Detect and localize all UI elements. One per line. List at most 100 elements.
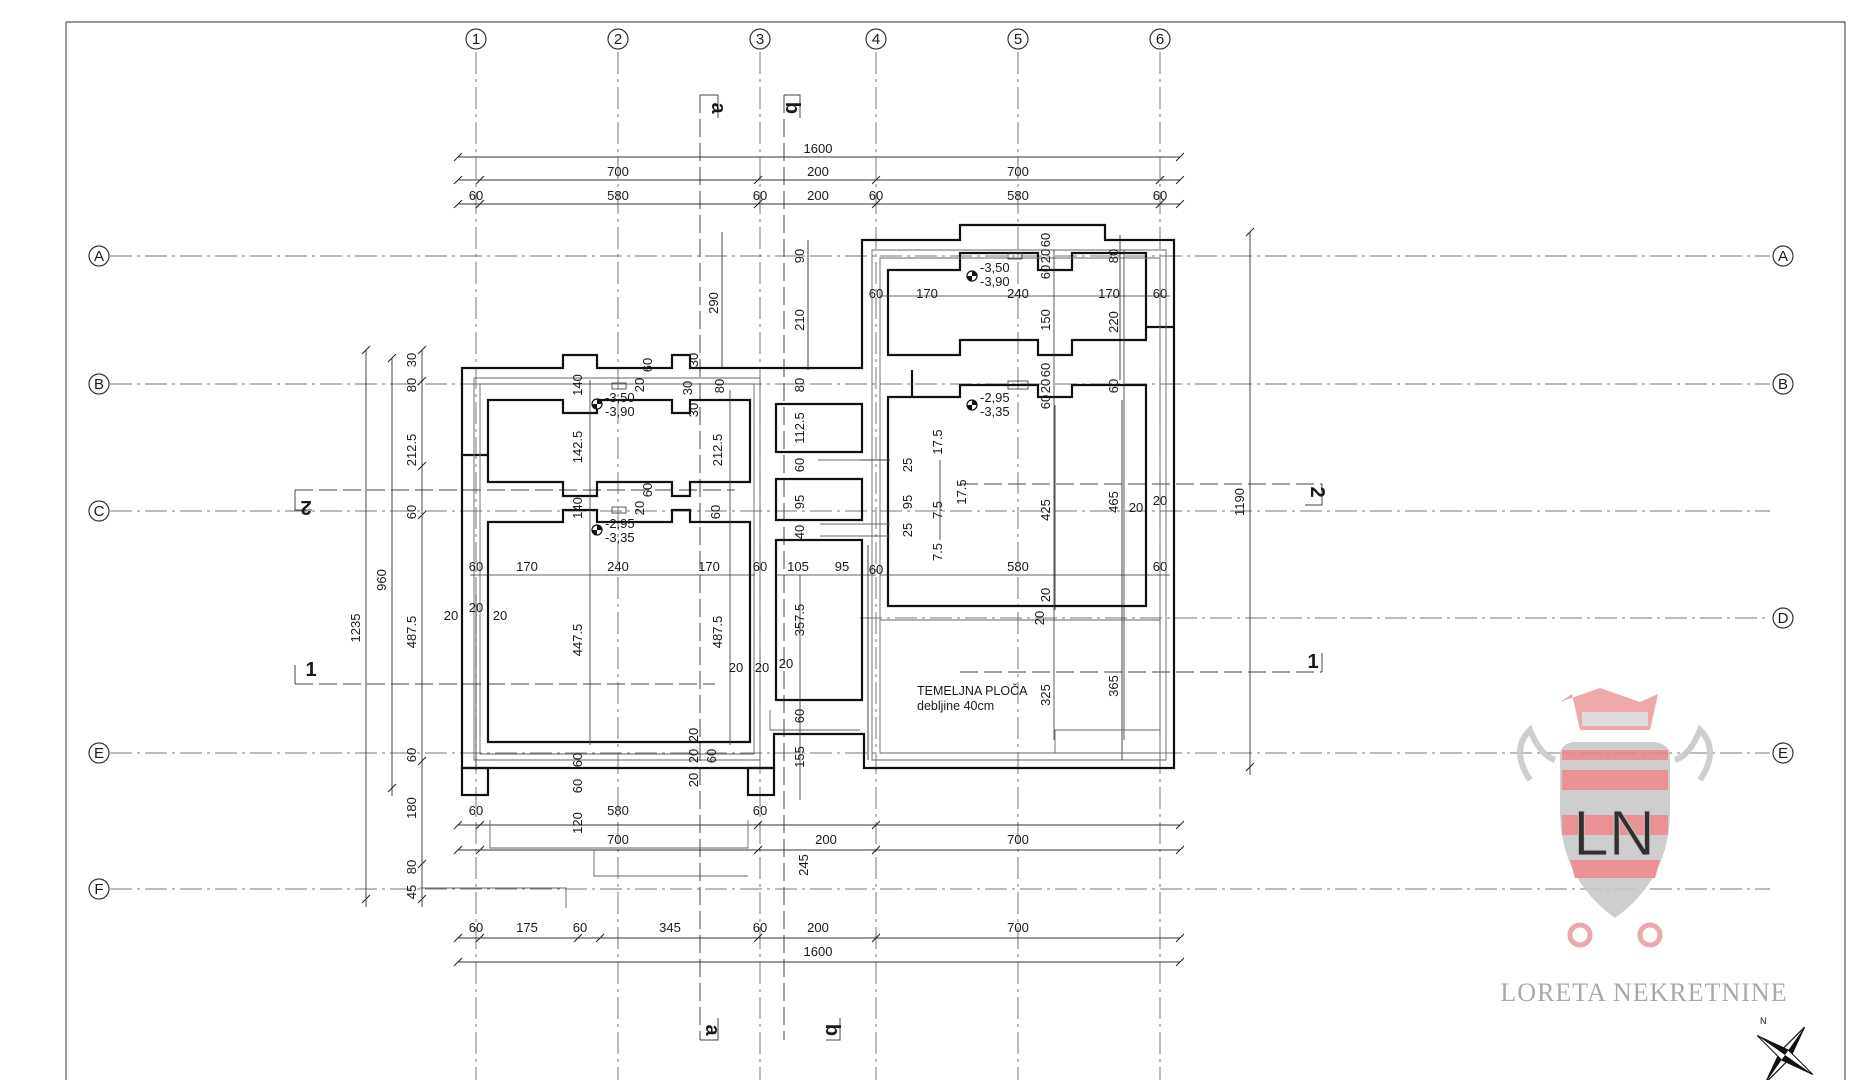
dim-left-212-5: 212.5 xyxy=(404,434,419,467)
section-mark-2-left: 2 xyxy=(300,496,311,518)
dim-lb-120: 120 xyxy=(570,812,585,834)
dim-bottom-200: 200 xyxy=(815,832,837,847)
dim-left-60-a: 60 xyxy=(404,505,419,519)
brand-logo: LN xyxy=(1517,688,1713,948)
dim-rb-60-b: 60 xyxy=(1153,286,1167,301)
dim-lb-20-h: 20 xyxy=(632,378,647,392)
dim-mid-80: 80 xyxy=(792,378,807,392)
dim-rb-580: 580 xyxy=(1007,559,1029,574)
dim-mid-60-a: 60 xyxy=(792,458,807,472)
level-2-top: -2,95 xyxy=(605,516,635,531)
dim-top-200-b: 200 xyxy=(807,188,829,203)
dim-lb-30-c: 30 xyxy=(680,381,695,395)
dim-mid-112-5: 112.5 xyxy=(792,412,807,444)
dim-mid-95-b: 95 xyxy=(835,559,849,574)
dim-lb-20-c: 20 xyxy=(493,608,507,623)
dim-rb-425: 425 xyxy=(1038,499,1053,521)
north-label: N xyxy=(1760,1016,1767,1026)
dim-mid-357-5: 357.5 xyxy=(792,604,807,637)
dim-lb-60-c: 60 xyxy=(570,753,585,767)
dim-lb-170-a: 170 xyxy=(516,559,538,574)
dim-mid-40: 40 xyxy=(792,525,807,539)
dim-rb-365: 365 xyxy=(1106,675,1121,697)
dim-mid-105: 105 xyxy=(787,559,809,574)
row-axis-lines xyxy=(110,255,1770,890)
dim-lb-30-a: 30 xyxy=(686,353,701,367)
level-4-top: -2,95 xyxy=(980,390,1010,405)
dim-bottom-overall: 1600 xyxy=(804,944,833,959)
dim-bottom-700-right: 700 xyxy=(1007,832,1029,847)
dim-bottom3-345: 345 xyxy=(659,920,681,935)
dim-lb-170-b: 170 xyxy=(698,559,720,574)
logo-monogram: LN xyxy=(1573,797,1655,869)
axis-label-C: C xyxy=(94,503,105,520)
dim-lb-140-a: 140 xyxy=(570,374,585,396)
dim-bottom3-700: 700 xyxy=(1007,920,1029,935)
dim-rb-170-b: 170 xyxy=(1098,286,1120,301)
dim-mid-210: 210 xyxy=(792,309,807,331)
level-1-top: -3,50 xyxy=(605,390,635,405)
section-mark-b-top: b xyxy=(781,102,803,114)
dim-rb-60-f: 60 xyxy=(1038,395,1053,409)
level-4-bottom: -3,35 xyxy=(980,404,1010,419)
dim-mid-90: 90 xyxy=(792,249,807,263)
dim-bottom3-60-a: 60 xyxy=(469,920,483,935)
dim-mid-60-c: 60 xyxy=(708,505,723,519)
dim-top-60-d: 60 xyxy=(1153,188,1167,203)
dim-rb-240: 240 xyxy=(1007,286,1029,301)
axis-label-5: 5 xyxy=(1014,31,1022,48)
dim-left-30: 30 xyxy=(404,353,419,367)
dim-left-1235: 1235 xyxy=(348,614,363,643)
dim-lb-20-b: 20 xyxy=(469,600,483,615)
axis-label-2: 2 xyxy=(614,31,622,48)
column-axis-markers xyxy=(465,28,1171,50)
dim-left-487-5: 487.5 xyxy=(404,616,419,649)
walls-left-block xyxy=(460,223,1176,797)
dim-rb-465: 465 xyxy=(1106,491,1121,513)
axis-label-A-right: A xyxy=(1778,248,1788,265)
dim-rb-60-c: 60 xyxy=(1038,233,1053,247)
level-3-bottom: -3,90 xyxy=(980,274,1010,289)
dim-lb-60-f: 60 xyxy=(640,358,655,372)
section-mark-1-left: 1 xyxy=(305,659,316,681)
dim-rb-17-5-b: 17.5 xyxy=(954,479,969,504)
dim-bottom3-60-c: 60 xyxy=(753,920,767,935)
dim-lb-487-5: 487.5 xyxy=(710,616,725,649)
dim-rb-60-i: 60 xyxy=(1153,559,1167,574)
dim-lb-20-d: 20 xyxy=(686,728,701,742)
dim-lb-20-g: 20 xyxy=(729,660,743,675)
dim-top-700-right: 700 xyxy=(1007,164,1029,179)
inner-dimension-lines xyxy=(470,250,1170,800)
dim-left-80: 80 xyxy=(404,378,419,392)
dim-rb-20-d: 20 xyxy=(1153,493,1167,508)
dim-rb-60-e: 60 xyxy=(1038,363,1053,377)
dim-rb-60-h: 60 xyxy=(869,562,883,577)
dim-top-60-a: 60 xyxy=(469,188,483,203)
north-arrow-icon xyxy=(1756,1026,1814,1084)
dim-lb-80: 80 xyxy=(712,379,727,393)
dim-top-580-b: 580 xyxy=(1007,188,1029,203)
axis-label-4: 4 xyxy=(872,31,880,48)
dim-rb-150: 150 xyxy=(1038,309,1053,331)
dim-rb-325: 325 xyxy=(1038,684,1053,706)
dim-top-60-b: 60 xyxy=(753,188,767,203)
dim-top-200: 200 xyxy=(807,164,829,179)
level-marker-1: -3,50 -3,90 xyxy=(591,382,635,419)
dim-rb-7-5-a: 7.5 xyxy=(930,501,945,519)
dim-bottom3-175: 175 xyxy=(516,920,538,935)
dimension-lines xyxy=(365,156,1251,963)
section-mark-a-top: a xyxy=(707,102,729,114)
dim-lb-140-b: 140 xyxy=(570,497,585,519)
dim-lb-30-b: 30 xyxy=(686,403,701,417)
level-2-bottom: -3,35 xyxy=(605,530,635,545)
dim-lb-20-a: 20 xyxy=(444,608,458,623)
dim-rb-80: 80 xyxy=(1106,249,1121,263)
dim-lb-20-f: 20 xyxy=(686,773,701,787)
level-marker-4: -2,95 -3,35 xyxy=(966,380,1029,419)
dim-bottom3-60-b: 60 xyxy=(573,920,587,935)
column-axis-lines xyxy=(475,52,1161,1080)
slab-note-title: TEMELJNA PLOČA xyxy=(917,683,1028,698)
axis-label-6: 6 xyxy=(1156,31,1164,48)
axis-label-E: E xyxy=(94,745,104,762)
